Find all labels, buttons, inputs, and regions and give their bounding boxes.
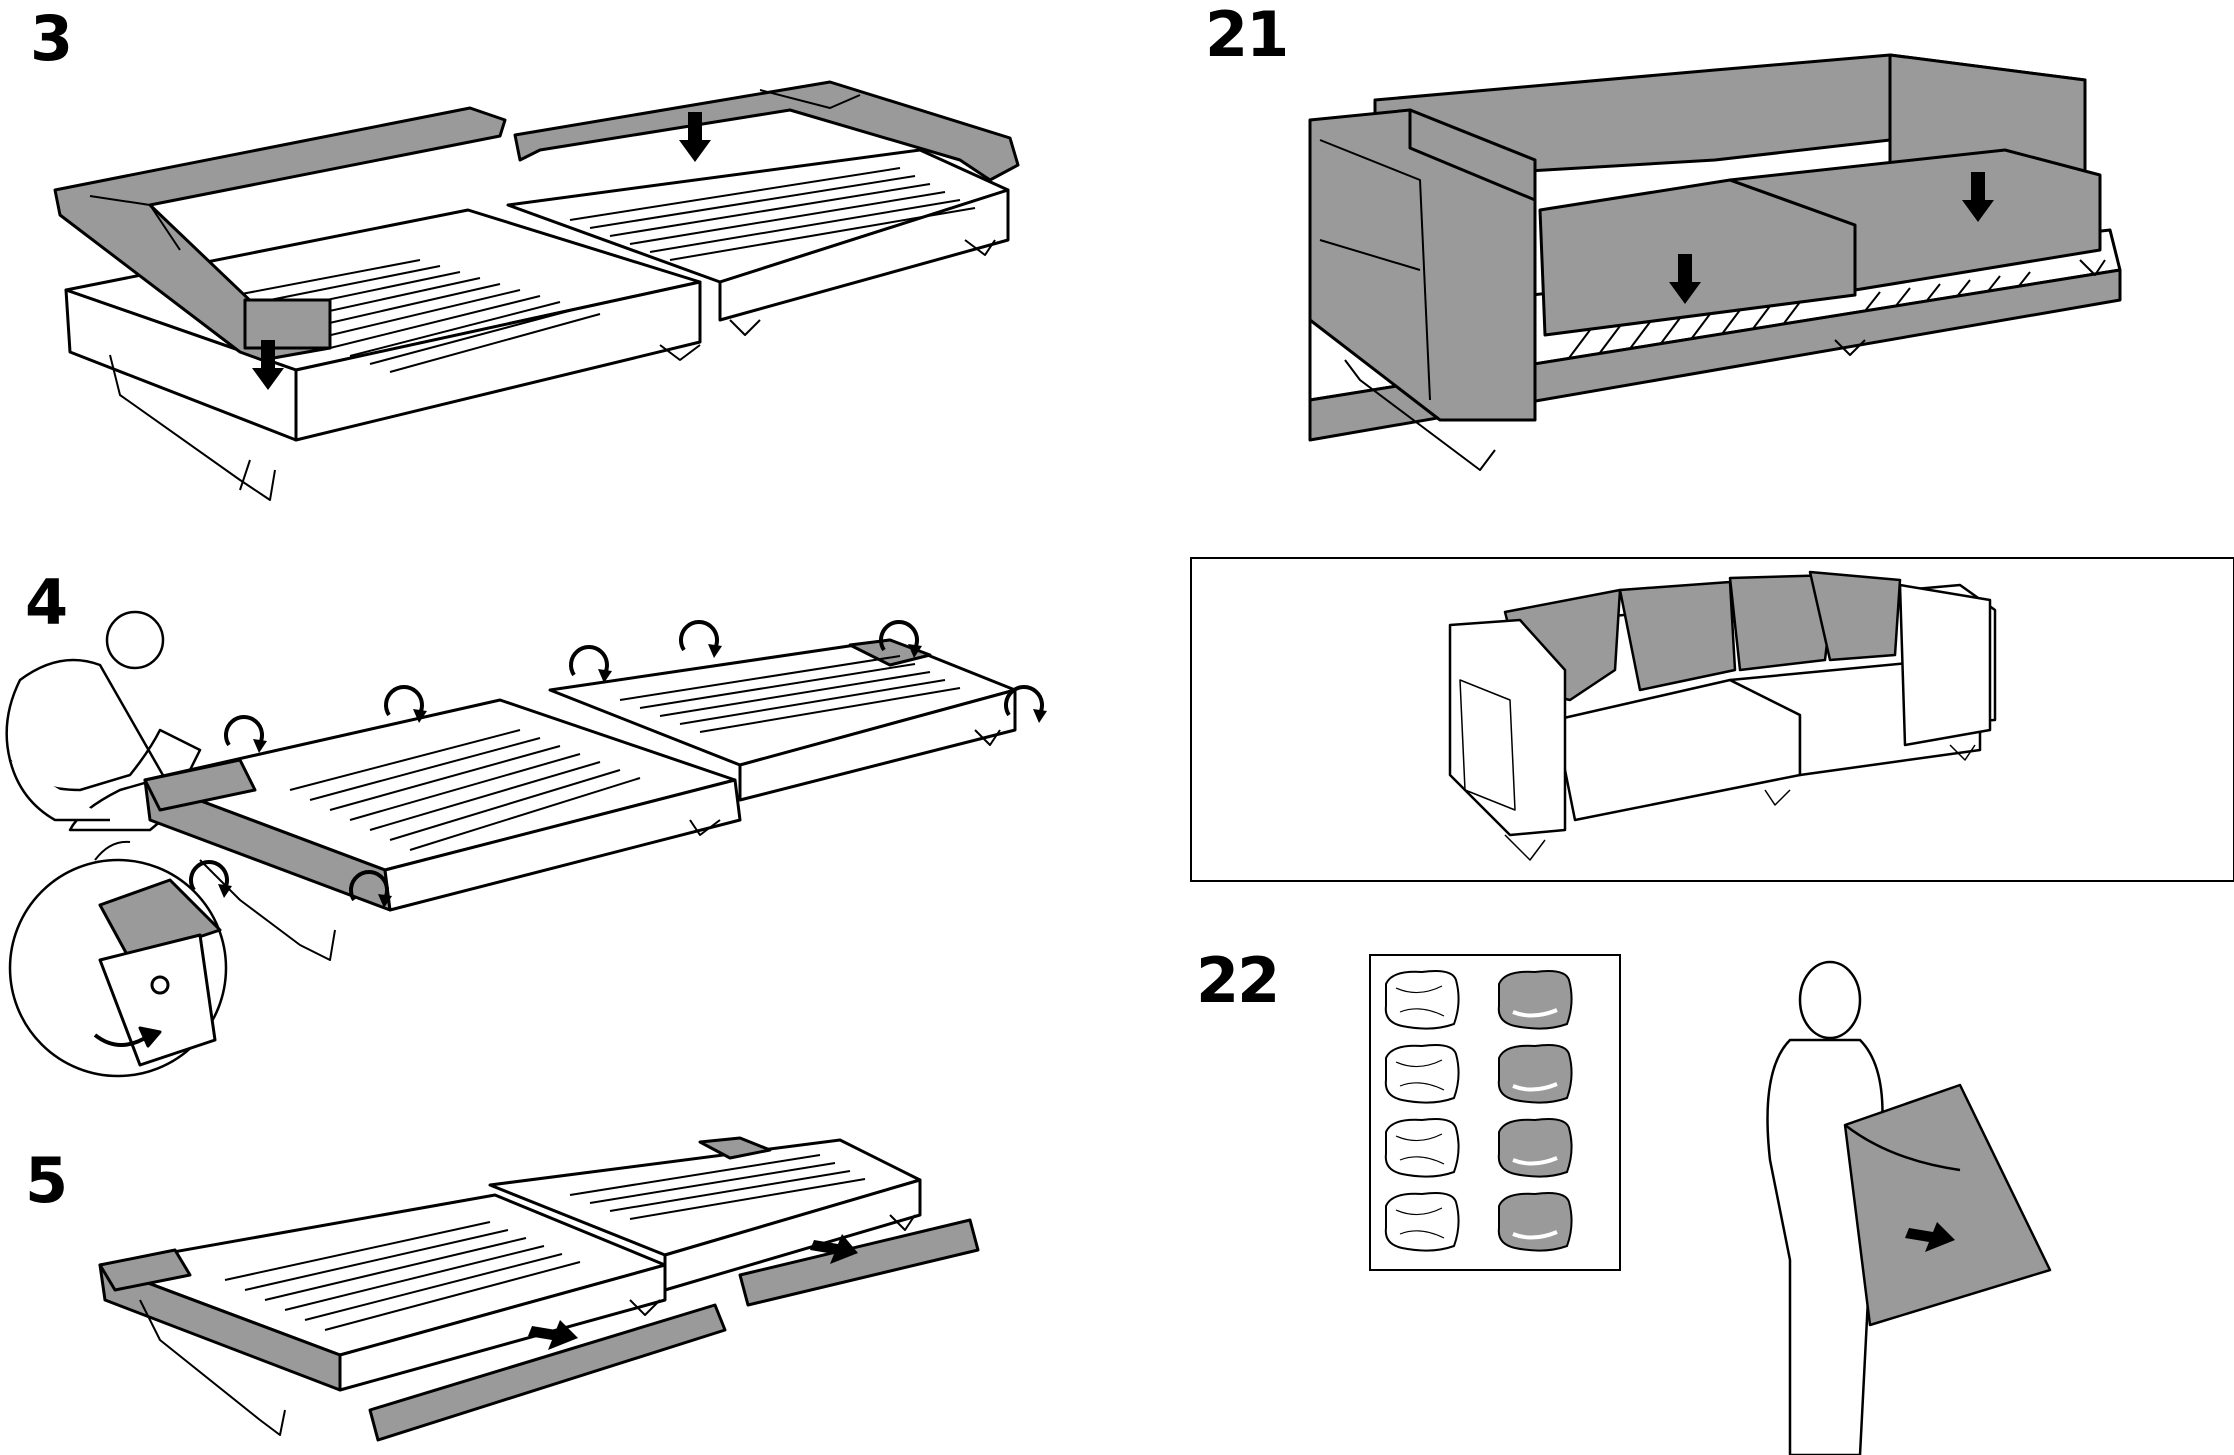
- step-5-illustration: [98, 1136, 980, 1442]
- detail-magnifier-icon: [8, 840, 228, 1078]
- step-22-illustration: [1369, 954, 2052, 1455]
- step-21-illustration: [1308, 53, 2122, 471]
- step-number-4: 4: [25, 566, 68, 639]
- step-4-illustration: [5, 610, 1049, 1078]
- finished-sofa-panel: [1190, 557, 2234, 882]
- step-number-21: 21: [1205, 0, 1289, 71]
- step-number-3: 3: [30, 2, 73, 75]
- person-icon: [1766, 960, 2052, 1455]
- step-3-illustration: [53, 80, 1020, 501]
- step-number-22: 22: [1196, 944, 1280, 1017]
- step-number-5: 5: [25, 1144, 68, 1217]
